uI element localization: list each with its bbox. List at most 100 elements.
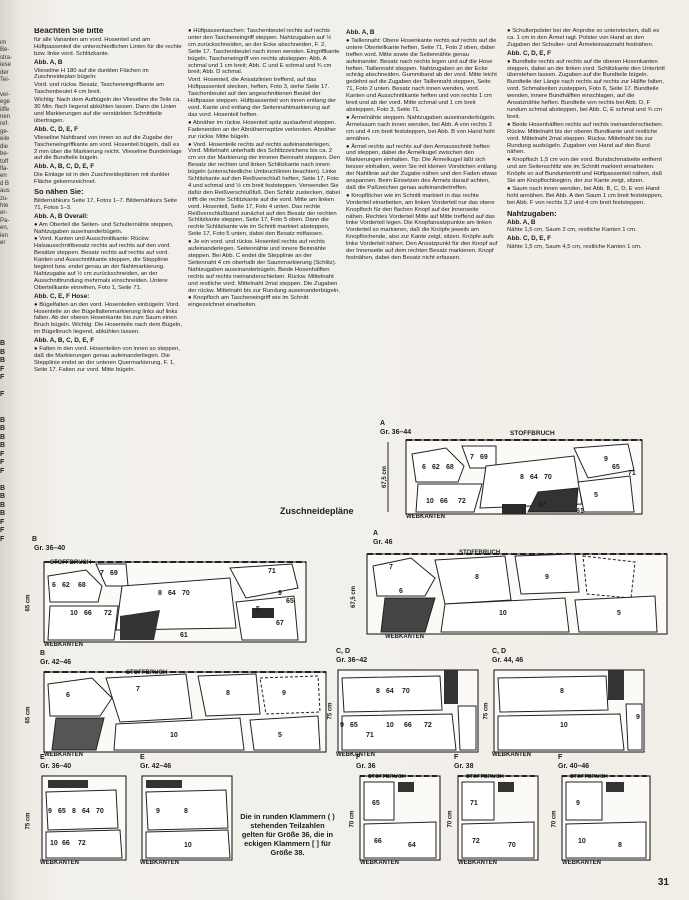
piece-number: 62 <box>62 582 70 589</box>
subheading: Abb. C, D, E, F <box>507 235 552 243</box>
paragraph: ● Vord. Kanten und Ausschnittkante: Rück… <box>34 236 171 291</box>
cutting-plan-e-36-40: E Gr. 36–40 WEBKANTEN 75 cm 8 64 70 9 65… <box>26 754 130 872</box>
fold-label: STOFFBRUCH <box>510 430 555 437</box>
plan-size-label: Gr. 40–46 <box>558 763 590 770</box>
paragraph: Die Einlage ist in den Zuschneideplänen … <box>34 172 170 186</box>
piece-number: 10 <box>50 840 58 847</box>
piece-number: 65 <box>612 464 620 471</box>
piece-number: 9 <box>282 690 286 697</box>
piece-number: 72 <box>424 722 432 729</box>
piece-number: 10 <box>184 842 192 849</box>
column-title: Beachten Sie bitte <box>34 28 104 35</box>
plan-size-label: Gr. 36–40 <box>40 763 72 770</box>
margin-letter: F <box>0 391 5 398</box>
paragraph: Vord. Hosenteil, die Ansatzlinien treffe… <box>188 77 337 118</box>
piece-number: 66 <box>84 610 92 617</box>
margin-letter: B <box>0 340 6 347</box>
fold-label: STOFFBRUCH <box>368 774 406 780</box>
paragraph: ● Ärmel rechts auf rechts auf den Armaus… <box>346 143 497 191</box>
piece-number: 72 <box>104 610 112 617</box>
piece-number: 66 <box>440 498 448 505</box>
piece-number: 62 <box>432 464 440 471</box>
margin-fragment: Be- <box>0 47 10 54</box>
margin-letter: F <box>0 459 5 466</box>
piece-number: 71 <box>366 732 374 739</box>
piece-number: 8 <box>475 574 479 581</box>
subheading: Abb. A, B <box>34 58 63 66</box>
cutting-plan-a-46: A Gr. 46 STOFFBRUCH WEBKANTEN 67,5 cm 7 … <box>351 530 675 648</box>
margin-fragment: ien <box>0 232 9 239</box>
piece-number: 10 <box>499 610 507 617</box>
selvage-label: WEBKANTEN <box>458 860 497 866</box>
piece-number: 68 <box>78 582 86 589</box>
piece-number: 5 <box>278 732 282 739</box>
paragraph: ● Abnäher im rückw. Hosenteil spitz ausl… <box>188 119 337 140</box>
plan-abb-label: C, D <box>336 648 350 655</box>
plan-abb-label: E <box>40 754 45 761</box>
piece-number: 64 <box>530 474 538 481</box>
instructions-column-1: Beachten Sie bitte für alle Varianten am… <box>34 28 184 528</box>
margin-fragment: ege <box>0 99 11 106</box>
subheading: Abb. A, B Overall: <box>34 212 89 220</box>
piece-number: 64 <box>408 842 416 849</box>
paragraph: ● Knopfloch am Tascheneingriff wie im Sc… <box>188 295 309 309</box>
margin-fragment <box>0 84 22 91</box>
piece-number: 71 <box>470 800 478 807</box>
section-title: Nahtzugaben: <box>507 208 557 218</box>
selvage-label: WEBKANTEN <box>40 860 79 866</box>
paragraph: ● Vord. Hosenteile rechts auf rechts auf… <box>188 141 340 238</box>
piece-number: 70 <box>402 688 410 695</box>
selvage-label: WEBKANTEN <box>360 860 399 866</box>
piece-number: 70 <box>544 474 552 481</box>
piece-number: 8 <box>560 688 564 695</box>
selvage-label: WEBKANTEN <box>336 752 375 758</box>
subheading: Abb. A, B <box>346 29 375 36</box>
piece-number: 9 <box>604 456 608 463</box>
margin-fragment: Tei- <box>0 77 10 84</box>
margin-letter: F <box>0 365 5 373</box>
plan-abb-label: B <box>32 536 38 543</box>
plan-abb-label: B <box>40 650 46 657</box>
margin-fragment: stra- <box>0 54 12 61</box>
selvage-label: WEBKANTEN <box>562 860 601 866</box>
piece-number: 9 <box>545 574 549 581</box>
margin-fragment: ge- <box>0 128 9 135</box>
paragraph: ● Beide Hosenhälften rechts auf rechts i… <box>507 121 664 156</box>
piece-number: 6 <box>399 588 403 595</box>
margin-letter: B <box>0 425 6 432</box>
paragraph: für alle Varianten am vord. Hosenteil un… <box>34 36 182 57</box>
piece-number: 8 <box>184 808 188 815</box>
piece-number: 65 <box>286 598 294 605</box>
plan-size-label: Gr. 38 <box>454 763 474 770</box>
fold-label: STOFFBRUCH <box>50 560 92 566</box>
margin-fragment: der <box>0 69 9 76</box>
margin-letter: F <box>0 374 5 381</box>
piece-number: 72 <box>472 838 480 845</box>
piece-number: 64 <box>386 688 394 695</box>
piece-number: 67 <box>538 502 546 509</box>
size-bracket-note: Die in runden Klammern ( ) stehenden Tei… <box>240 812 335 857</box>
margin-letter: F <box>0 467 5 475</box>
plan-size-label: Gr. 46 <box>373 539 393 546</box>
piece-number: 71 <box>268 568 276 575</box>
width-label: 75 cm <box>25 812 32 830</box>
piece-number: 10 <box>386 722 394 729</box>
piece-number: 61 <box>180 632 188 639</box>
paragraph: ● Taillennaht: Obere Hosenkante rechts a… <box>346 37 497 113</box>
selvage-label: WEBKANTEN <box>44 752 83 758</box>
margin-letter: B <box>0 510 6 517</box>
piece-number: 69 <box>110 570 118 577</box>
margin-letter: F <box>0 527 5 534</box>
piece-number: 68 <box>446 464 454 471</box>
piece-number: 7 <box>136 686 140 693</box>
piece-number: 7 <box>470 454 474 461</box>
width-label: 65 cm <box>25 594 32 612</box>
margin-fragment: be- <box>0 151 9 158</box>
piece-number: 8 <box>158 590 162 597</box>
margin-fragment: fla- <box>0 165 9 172</box>
margin-letter: B <box>0 501 6 509</box>
subheading: Abb. A, B, C, D, E, F <box>34 337 95 345</box>
cutting-plan-a-36-44: A Gr. 36–44 STOFFBRUCH WEBKANTEN 67,5 cm… <box>378 420 678 530</box>
